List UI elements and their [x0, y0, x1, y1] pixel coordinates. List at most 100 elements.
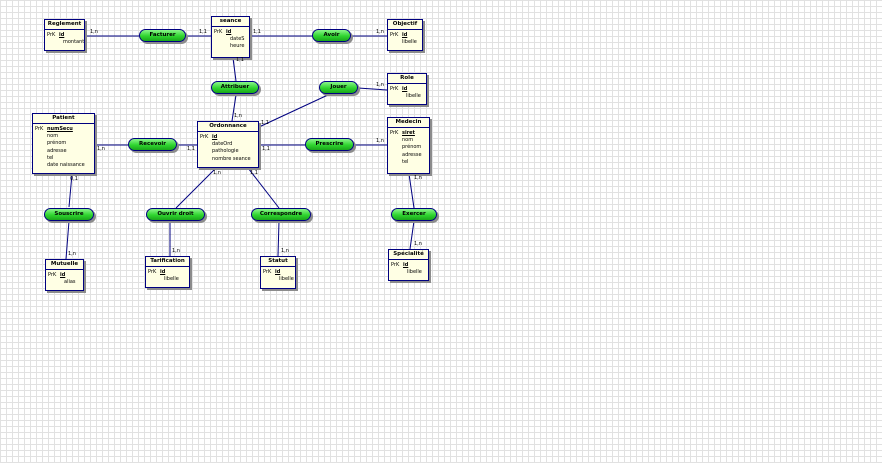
relation-correspondre[interactable]: Correspondre [251, 208, 311, 221]
pk-marker: PrK [390, 130, 399, 136]
attribute: pathologie [212, 148, 239, 155]
cardinality-label: 1,1 [250, 170, 258, 176]
primary-key: id [402, 86, 408, 92]
link-jouer-ordonnance [258, 93, 331, 128]
cardinality-label: 1,n [68, 251, 76, 257]
primary-key: siret [402, 130, 415, 136]
attribute: libelle [164, 276, 179, 283]
primary-key: id [60, 272, 66, 278]
relation-prescrire[interactable]: Prescrire [305, 138, 354, 151]
attribute: montant [63, 39, 85, 46]
pk-marker: PrK [390, 86, 399, 92]
attribute: libelle [406, 93, 421, 100]
attribute: adresse [402, 151, 422, 158]
attribute: alias [64, 279, 76, 286]
attribute: dateS [230, 36, 245, 43]
cardinality-label: 1,1 [187, 146, 195, 152]
attribute: tel [47, 154, 54, 161]
link-ordonnance-correspondre [247, 167, 280, 209]
primary-key: id [59, 32, 65, 38]
relation-jouer[interactable]: Jouer [319, 81, 358, 94]
cardinality-label: 1,1 [262, 146, 270, 152]
entity-title: Patient [33, 114, 94, 124]
link-patient-souscrire [68, 173, 73, 208]
link-medecin-exercer [408, 173, 415, 209]
relation-souscrire[interactable]: Souscrire [44, 208, 94, 221]
cardinality-label: 1,n [234, 113, 242, 119]
attribute: nombre seance [212, 155, 251, 162]
pk-marker: PrK [391, 262, 400, 268]
cardinality-label: 1,n [213, 170, 221, 176]
attribute: libelle [402, 39, 417, 46]
attribute: adresse [47, 147, 67, 154]
attribute: nom [47, 133, 59, 140]
attribute: heure [230, 43, 245, 50]
relation-exercer[interactable]: Exercer [391, 208, 437, 221]
pk-marker: PrK [200, 134, 209, 140]
entity-title: Spécialité [389, 250, 428, 260]
attribute: nom [402, 137, 414, 144]
relation-recevoir[interactable]: Recevoir [128, 138, 177, 151]
cardinality-label: 1,n [376, 138, 384, 144]
cardinality-label: 1,n [376, 29, 384, 35]
attribute: libelle [279, 276, 294, 283]
pk-marker: PrK [263, 269, 272, 275]
entity-title: Tarification [146, 257, 189, 267]
primary-key: id [275, 269, 281, 275]
entity-title: Role [388, 74, 426, 84]
relation-avoir[interactable]: Avoir [312, 29, 351, 42]
attribute: libelle [407, 269, 422, 276]
primary-key: id [226, 29, 232, 35]
link-attribuer-ordonnance [231, 94, 237, 122]
cardinality-label: 1,n [414, 241, 422, 247]
entity-title: Objectif [388, 20, 422, 30]
pk-marker: PrK [390, 32, 399, 38]
cardinality-label: 1,1 [261, 120, 269, 126]
link-ordonnance-ouvrir [175, 167, 217, 209]
entity-title: Ordonnance [198, 122, 258, 132]
entity-title: Reglement [45, 20, 84, 30]
entity-title: Statut [261, 257, 295, 267]
relation-attribuer[interactable]: Attribuer [211, 81, 259, 94]
cardinality-label: 1,n [172, 248, 180, 254]
primary-key: id [402, 32, 408, 38]
entity-title: Mutuelle [46, 260, 83, 270]
primary-key: id [212, 134, 218, 140]
cardinality-label: 1,n [97, 146, 105, 152]
cardinality-label: 1,n [414, 175, 422, 181]
link-seance-attribuer [232, 57, 237, 82]
pk-marker: PrK [47, 32, 56, 38]
pk-marker: PrK [148, 269, 157, 275]
pk-marker: PrK [214, 29, 223, 35]
cardinality-label: 1,n [90, 29, 98, 35]
cardinality-label: 1,n [281, 248, 289, 254]
relation-ouvrir-droit[interactable]: Ouvrir droit [146, 208, 205, 221]
entity-title: seance [212, 17, 249, 27]
relation-facturer[interactable]: Facturer [139, 29, 186, 42]
primary-key: id [403, 262, 409, 268]
primary-key: numSecu [47, 126, 73, 132]
